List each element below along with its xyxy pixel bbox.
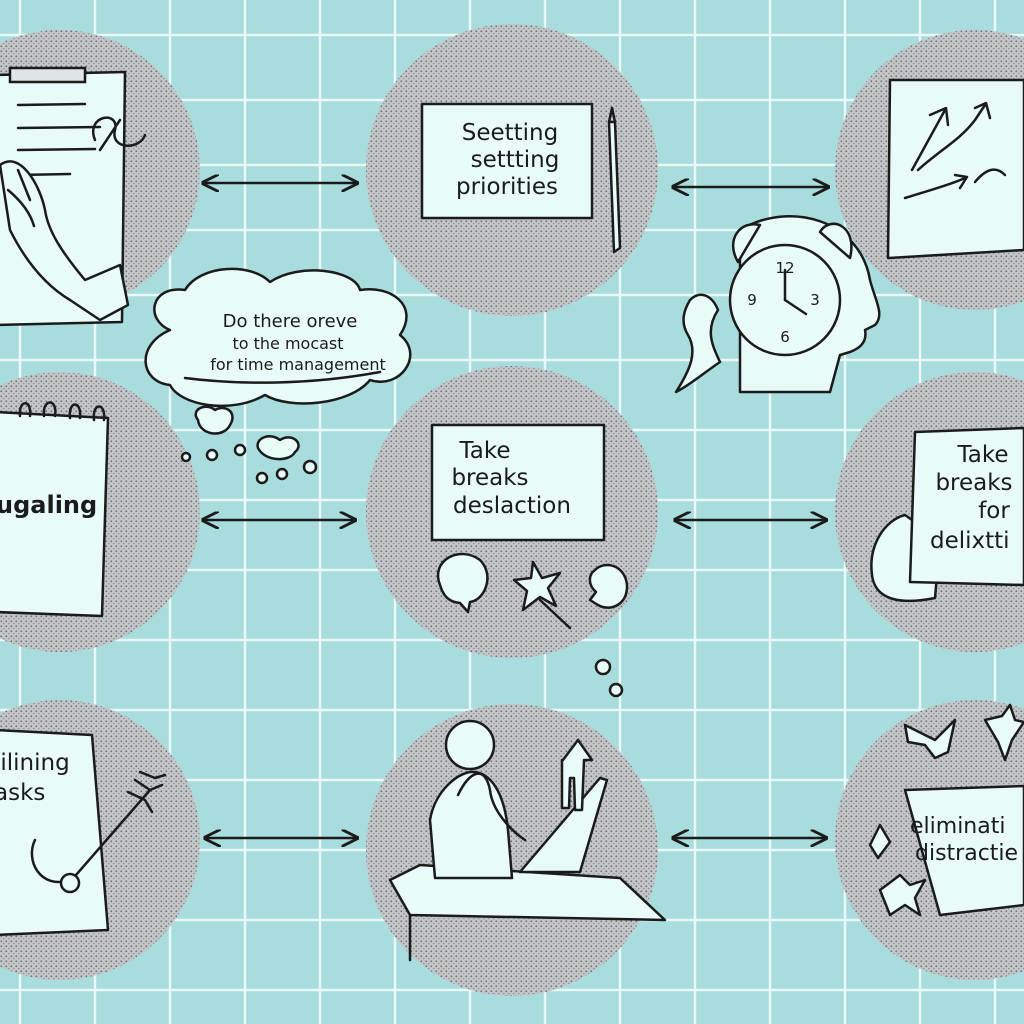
alarm-clock-icon: 12 3 6 9 xyxy=(728,222,853,357)
node-circle-8 xyxy=(366,704,658,996)
node-9-line-2: distractie xyxy=(915,841,1018,866)
thought-bubble: Do there oreve to the mocast for time ma… xyxy=(144,267,412,485)
node-6-line-3: for xyxy=(978,498,1010,524)
writing-hand-icon xyxy=(0,160,130,322)
lightning-icon xyxy=(868,703,1024,917)
node-6-line-2: breaks xyxy=(935,470,1012,496)
thought-line-1: Do there oreve xyxy=(223,311,358,332)
thought-dot xyxy=(608,682,624,698)
svg-text:6: 6 xyxy=(780,328,790,346)
svg-text:3: 3 xyxy=(810,291,820,309)
star-icon xyxy=(512,560,572,630)
svg-text:12: 12 xyxy=(775,259,794,277)
thought-line-2: to the mocast xyxy=(232,334,343,353)
hand-holding-sign-icon: Take breaks for delixtti xyxy=(870,426,1024,603)
node-2-line-3: priorities xyxy=(456,174,558,200)
node-9-line-1: eliminati xyxy=(910,814,1005,839)
thought-dot xyxy=(594,658,612,676)
target-arrow-icon: iilining asks xyxy=(0,729,167,937)
node-5-line-3: deslaction xyxy=(453,493,571,519)
node-6-line-1: Take xyxy=(957,442,1009,468)
node-7-line-1: iilining xyxy=(0,750,70,776)
node-7-line-2: asks xyxy=(0,780,45,806)
svg-text:9: 9 xyxy=(747,291,757,309)
person-at-laptop-icon xyxy=(388,719,667,962)
pencil-icon xyxy=(607,106,622,254)
take-breaks-card: Take breaks deslaction xyxy=(430,423,606,542)
node-5-line-2: breaks xyxy=(451,465,528,491)
swoosh-icon xyxy=(674,293,722,394)
node-2-line-1: Seetting xyxy=(462,120,559,146)
node-4-label: ugaling xyxy=(0,491,97,519)
notepad-icon: ugaling xyxy=(0,401,110,618)
node-6-line-4: delixtti xyxy=(930,528,1010,554)
trend-arrows-icon xyxy=(886,78,1024,260)
speech-bubble-icon xyxy=(436,552,629,614)
up-arrow-icon xyxy=(560,738,594,812)
eliminating-distractions-card: eliminati distractie xyxy=(903,784,1024,917)
priorities-card: Seetting settting priorities xyxy=(420,102,594,220)
node-5-line-1: Take xyxy=(459,438,511,464)
node-2-line-2: settting xyxy=(471,147,560,173)
thought-line-3: for time management xyxy=(210,355,386,374)
